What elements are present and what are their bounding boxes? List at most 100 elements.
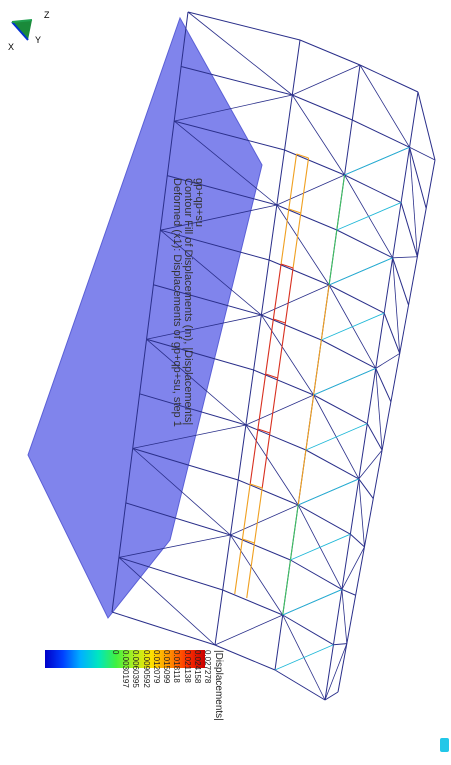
truss-member [174,120,285,151]
truss-member [375,353,400,369]
contour-member [269,377,279,434]
contour-member [273,318,286,324]
truss-member [409,147,418,257]
legend-tick-label: 0.015099 [162,650,172,684]
truss-member [261,314,314,396]
truss-member [274,669,326,701]
truss-member [400,147,411,203]
truss-member [167,175,277,206]
truss-member [260,259,270,316]
truss-member [328,284,385,314]
truss-member [349,478,360,535]
truss-member [180,11,189,67]
truss-member [375,368,392,403]
truss-member [187,11,293,96]
contour-member [305,394,315,451]
legend-colorbar [45,650,205,668]
axis-label-z: Z [44,10,50,20]
truss-member [409,147,427,209]
truss-member [408,256,418,306]
truss-member [214,644,276,671]
truss-member [245,424,307,451]
truss-member [341,588,356,596]
truss-member [352,119,410,148]
contour-member [274,644,334,671]
truss-member [118,534,231,558]
legend-tick-label: 0.0030197 [121,650,131,688]
truss-member [125,448,134,503]
truss-member [253,369,314,396]
contour-member [298,478,359,506]
truss-member [146,314,262,340]
truss-member [341,534,351,590]
truss-member [390,353,401,402]
truss-member [392,202,402,258]
caption-line-2: Contour Fill of Displacements (m), |Disp… [182,178,194,426]
truss-member [383,257,394,314]
truss-member [358,478,374,499]
contour-member [336,174,346,231]
truss-member [372,450,383,499]
truss-member [344,119,353,176]
truss-member [160,229,262,316]
truss-member [230,534,291,561]
contour-member [280,208,290,265]
truss-member [132,424,246,449]
contour-member [313,339,322,396]
contour-member [242,538,255,544]
contour-member [296,153,309,159]
truss-member [230,504,299,536]
truss-member [282,614,334,646]
truss-member [139,393,247,426]
truss-member [400,202,418,257]
truss-member [392,257,410,306]
caption-line-1: gp+qp+su [193,178,205,227]
truss-member [399,305,410,354]
contour-member [246,542,255,599]
axis-triad-plane [12,20,32,40]
axis-triad-stroke [11,21,29,41]
truss-member [253,314,262,371]
truss-member [237,479,299,506]
contour-member [257,428,271,434]
contour-member [297,449,307,506]
truss-member [332,589,343,645]
truss-member [152,230,161,285]
contour-member [321,312,385,341]
truss-member [351,64,361,121]
truss-member [383,312,401,354]
contour-member [305,423,368,451]
truss-member [214,589,224,646]
truss-member [173,66,182,122]
truss-member [416,208,427,257]
truss-member [358,449,383,480]
legend-tick-label: 0 [111,650,120,655]
truss-member [245,394,314,426]
truss-member [392,256,418,259]
truss-frame [111,11,436,701]
contour-member [241,483,251,540]
truss-member [291,39,301,96]
truss-member [299,39,361,66]
truss-member [274,614,284,671]
truss-member [180,66,293,96]
truss-member [222,534,231,591]
legend-tick-label: 0.0090592 [141,650,151,688]
contour-member [336,202,402,231]
truss-member [392,257,401,354]
truss-member [276,204,338,231]
truss-member [336,229,393,259]
truss-member [146,338,247,426]
corner-marker [440,738,449,752]
truss-member [359,64,410,148]
truss-member [292,94,353,121]
truss-member [132,448,231,536]
truss-member [125,502,231,536]
truss-member [375,313,385,369]
axis-label-x: X [8,42,14,52]
caption-line-3: Deformed (x1): Displacements of gp+qp+su… [171,178,183,427]
contour-member [277,322,286,379]
contour-member [272,263,282,320]
